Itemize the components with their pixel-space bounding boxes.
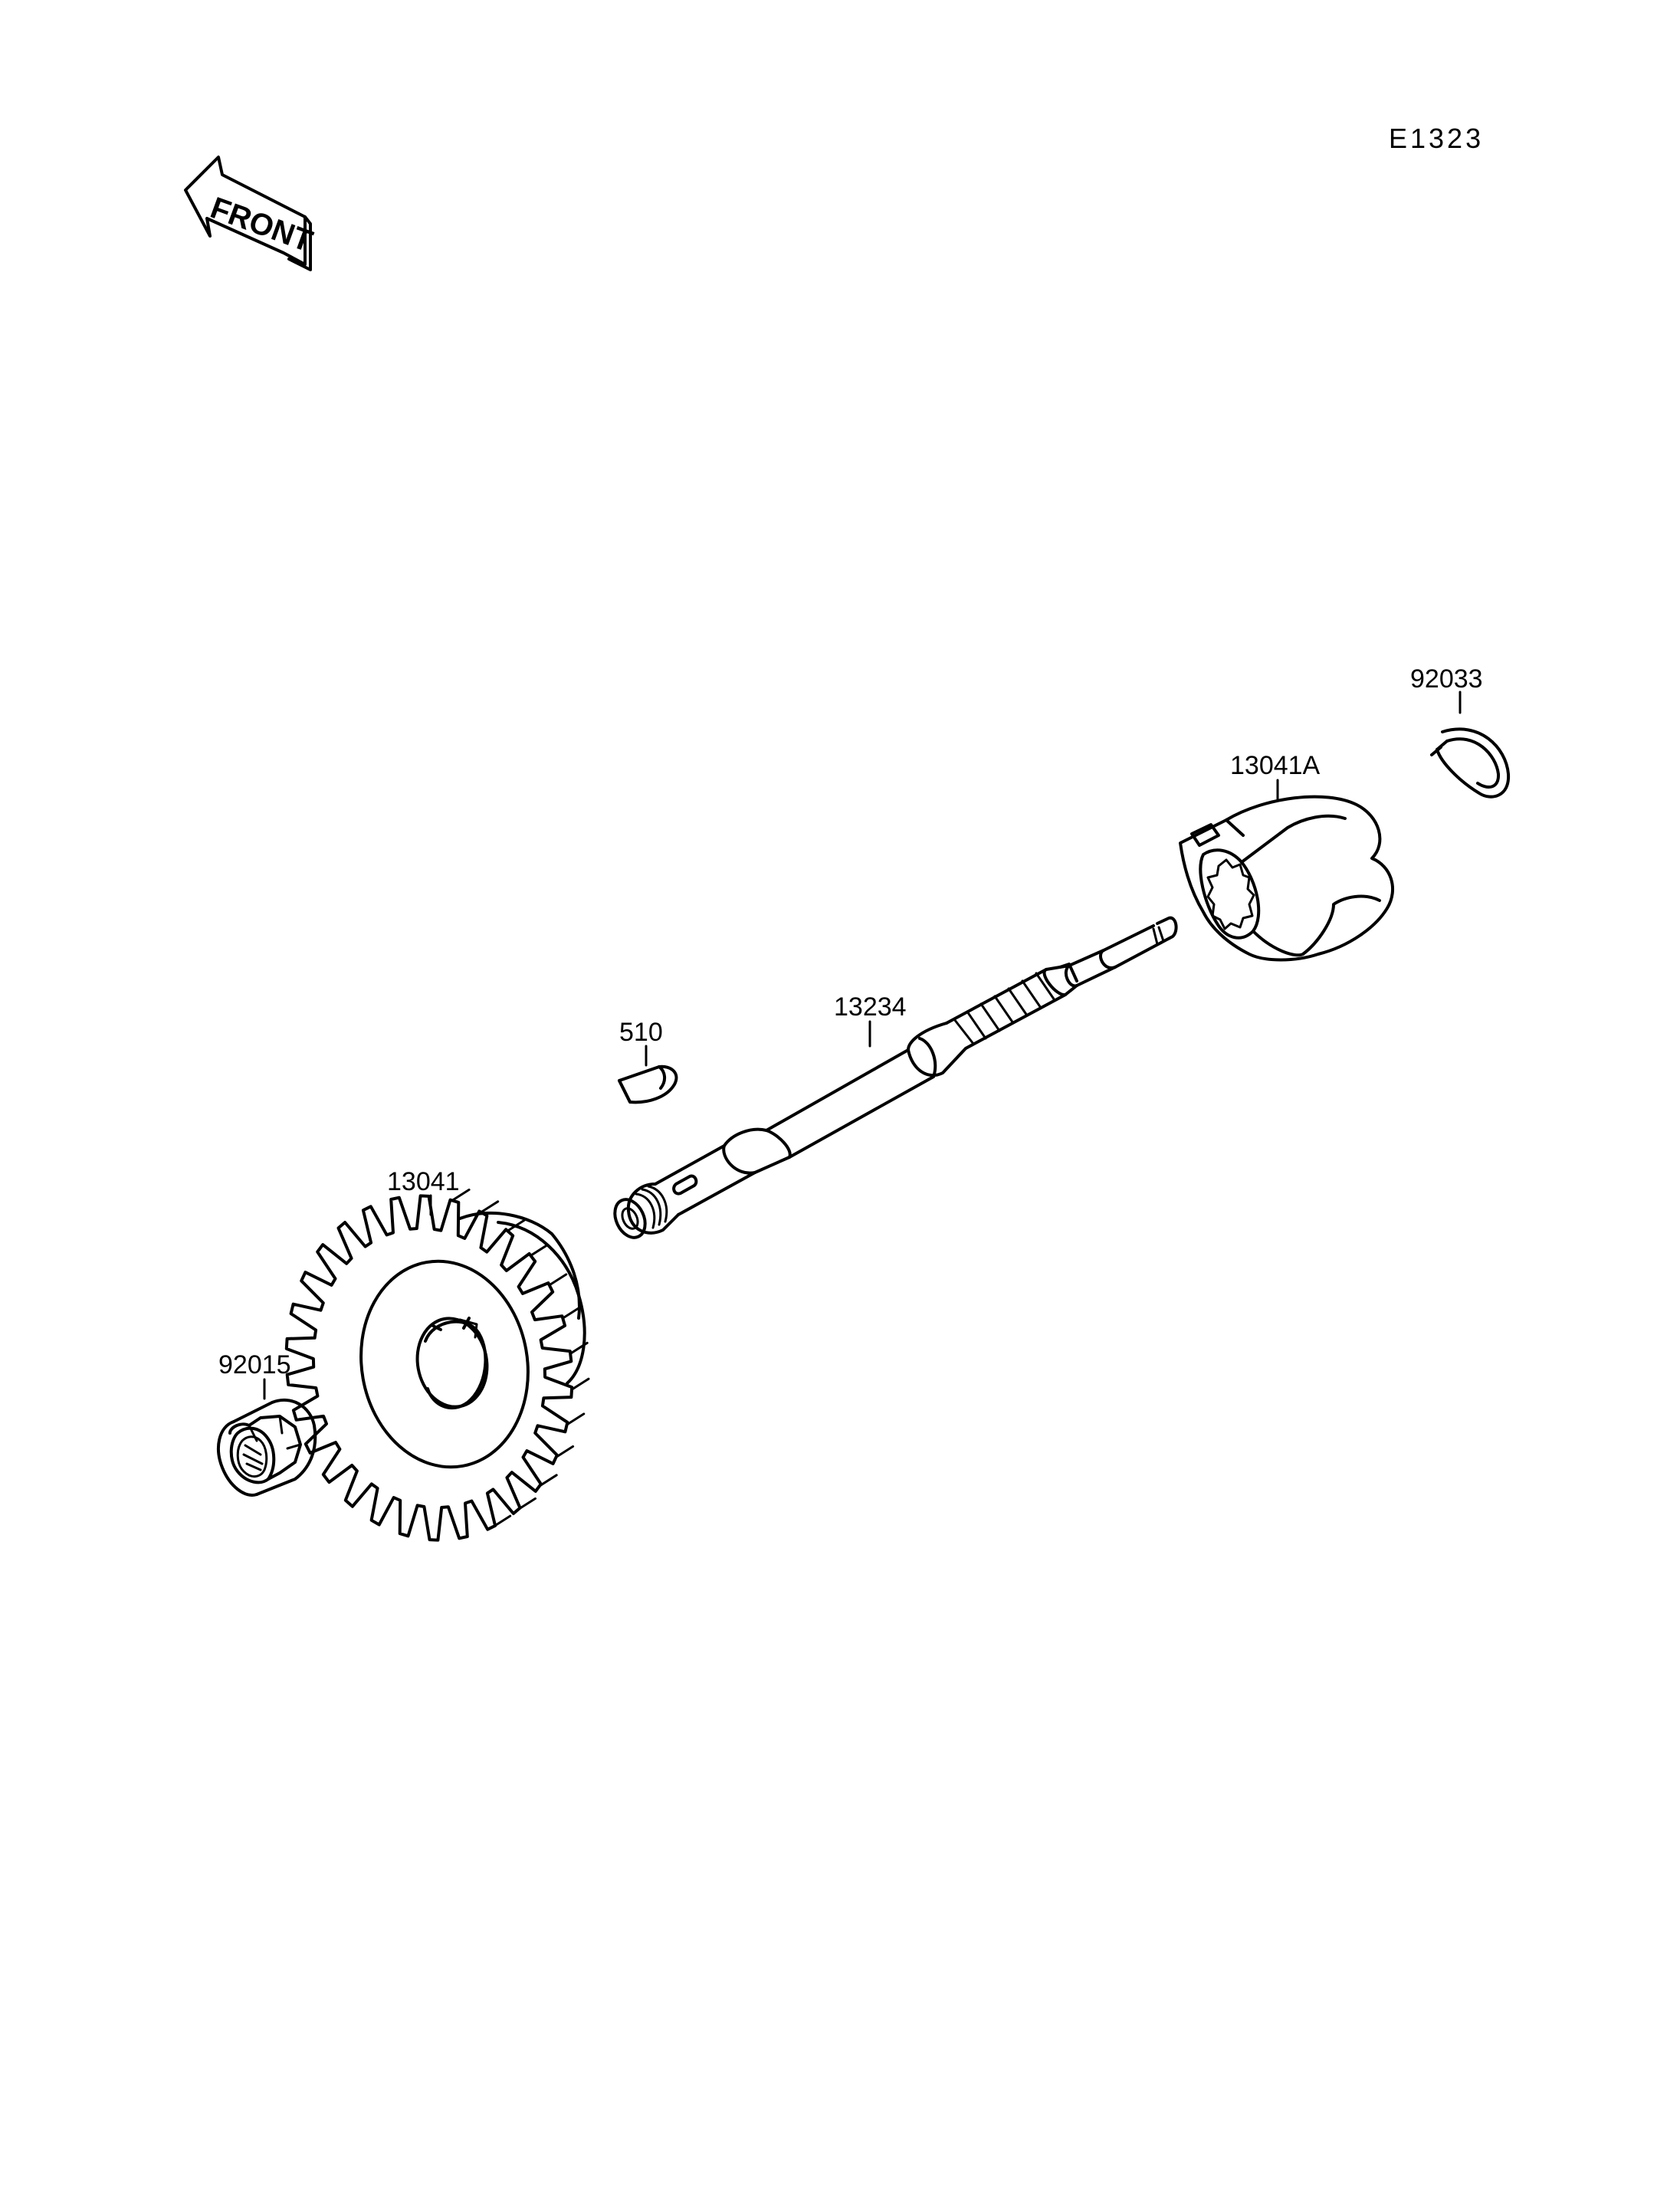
gear-tooth-edge <box>506 1219 526 1232</box>
part-label-92033: 92033 <box>1410 664 1483 694</box>
woodruff-key-part <box>618 1064 678 1104</box>
gear-tooth-edge <box>561 1306 581 1320</box>
part-label-13041: 13041 <box>387 1167 460 1196</box>
gear-teeth <box>284 1194 574 1542</box>
part-label-13234: 13234 <box>834 992 907 1022</box>
drawing-code: E1323 <box>1389 123 1484 154</box>
part-label-13041A: 13041A <box>1230 751 1321 780</box>
gear-tooth-edge <box>517 1497 536 1511</box>
part-label-510: 510 <box>619 1018 663 1047</box>
gear-tooth-edge <box>570 1377 590 1391</box>
kick-gear-part <box>284 1188 590 1542</box>
gear-tooth-edge <box>530 1243 549 1257</box>
gear-tooth-edge <box>480 1200 500 1214</box>
gear-tooth-edge <box>555 1445 575 1458</box>
front-label: FRONT <box>206 191 317 258</box>
gear-tooth-edge <box>569 1341 589 1355</box>
snap-ring-part <box>1430 727 1511 799</box>
kick-shaft-part <box>613 916 1178 1239</box>
gear-tooth-edge <box>538 1474 558 1488</box>
part-label-92015: 92015 <box>218 1350 291 1379</box>
gear-tooth-edge <box>492 1514 512 1528</box>
gear-tooth-edge <box>566 1412 586 1426</box>
flange-nut-part <box>217 1398 317 1497</box>
front-arrow-icon: FRONT <box>184 156 317 271</box>
gear-tooth-edge <box>451 1188 471 1202</box>
gear-tooth-edge <box>548 1273 568 1287</box>
kick-ratchet-part <box>1179 795 1395 962</box>
